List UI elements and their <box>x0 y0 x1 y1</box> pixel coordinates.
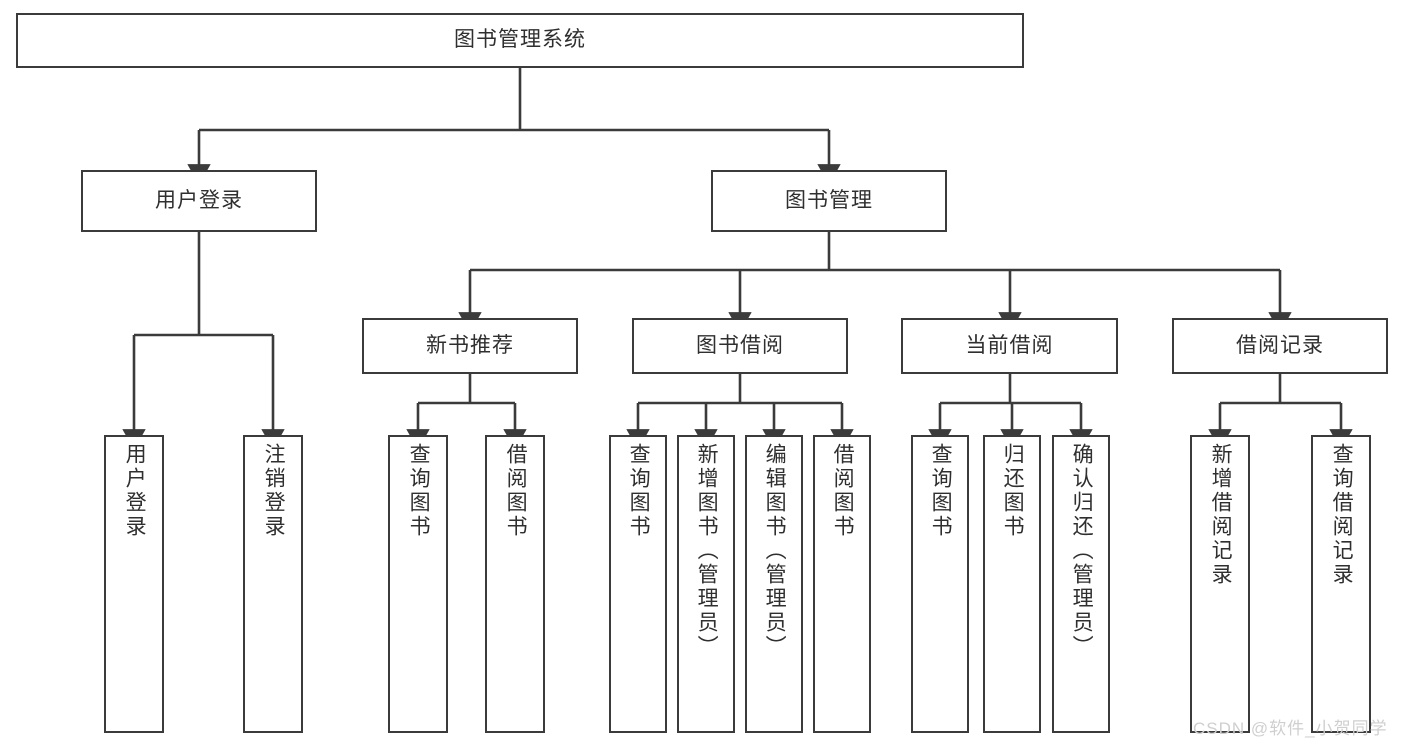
node-label-leaf_0: 用户登录 <box>123 443 147 539</box>
node-leaf_12[interactable]: 查询借阅记录 <box>1311 435 1371 733</box>
node-label-leaf_3: 借阅图书 <box>504 443 528 539</box>
node-l2_0[interactable]: 用户登录 <box>81 170 317 232</box>
node-l3_2[interactable]: 当前借阅 <box>901 318 1118 374</box>
node-l3_3[interactable]: 借阅记录 <box>1172 318 1388 374</box>
node-leaf_11[interactable]: 新增借阅记录 <box>1190 435 1250 733</box>
node-leaf_10[interactable]: 确认归还（管理员） <box>1052 435 1110 733</box>
node-leaf_2[interactable]: 查询图书 <box>388 435 448 733</box>
node-label-leaf_1: 注销登录 <box>262 443 286 539</box>
node-label-leaf_4: 查询图书 <box>627 443 651 539</box>
node-label-leaf_6: 编辑图书（管理员） <box>763 443 787 659</box>
node-label-leaf_10: 确认归还（管理员） <box>1070 443 1094 659</box>
node-leaf_6[interactable]: 编辑图书（管理员） <box>745 435 803 733</box>
node-label-leaf_11: 新增借阅记录 <box>1209 443 1233 587</box>
node-label-leaf_9: 归还图书 <box>1001 443 1025 539</box>
node-leaf_0[interactable]: 用户登录 <box>104 435 164 733</box>
node-label-l2_1: 图书管理 <box>785 188 873 212</box>
node-leaf_8[interactable]: 查询图书 <box>911 435 969 733</box>
node-leaf_1[interactable]: 注销登录 <box>243 435 303 733</box>
node-leaf_5[interactable]: 新增图书（管理员） <box>677 435 735 733</box>
node-label-l3_3: 借阅记录 <box>1236 333 1324 357</box>
node-label-leaf_8: 查询图书 <box>929 443 953 539</box>
node-leaf_7[interactable]: 借阅图书 <box>813 435 871 733</box>
node-label-root: 图书管理系统 <box>454 28 586 52</box>
node-label-l2_0: 用户登录 <box>155 188 243 212</box>
node-label-leaf_7: 借阅图书 <box>831 443 855 539</box>
node-label-l3_2: 当前借阅 <box>965 333 1054 357</box>
node-label-leaf_12: 查询借阅记录 <box>1330 443 1354 587</box>
node-root[interactable]: 图书管理系统 <box>16 13 1024 68</box>
csdn-watermark: CSDN @软件_小贺同学 <box>1193 719 1388 738</box>
node-leaf_3[interactable]: 借阅图书 <box>485 435 545 733</box>
edge-group <box>122 68 1353 450</box>
node-leaf_9[interactable]: 归还图书 <box>983 435 1041 733</box>
node-l3_1[interactable]: 图书借阅 <box>632 318 848 374</box>
node-l3_0[interactable]: 新书推荐 <box>362 318 578 374</box>
node-label-l3_0: 新书推荐 <box>426 333 514 357</box>
node-label-leaf_5: 新增图书（管理员） <box>695 443 719 659</box>
node-label-leaf_2: 查询图书 <box>407 443 431 539</box>
node-label-l3_1: 图书借阅 <box>696 333 784 357</box>
node-l2_1[interactable]: 图书管理 <box>711 170 947 232</box>
node-leaf_4[interactable]: 查询图书 <box>609 435 667 733</box>
